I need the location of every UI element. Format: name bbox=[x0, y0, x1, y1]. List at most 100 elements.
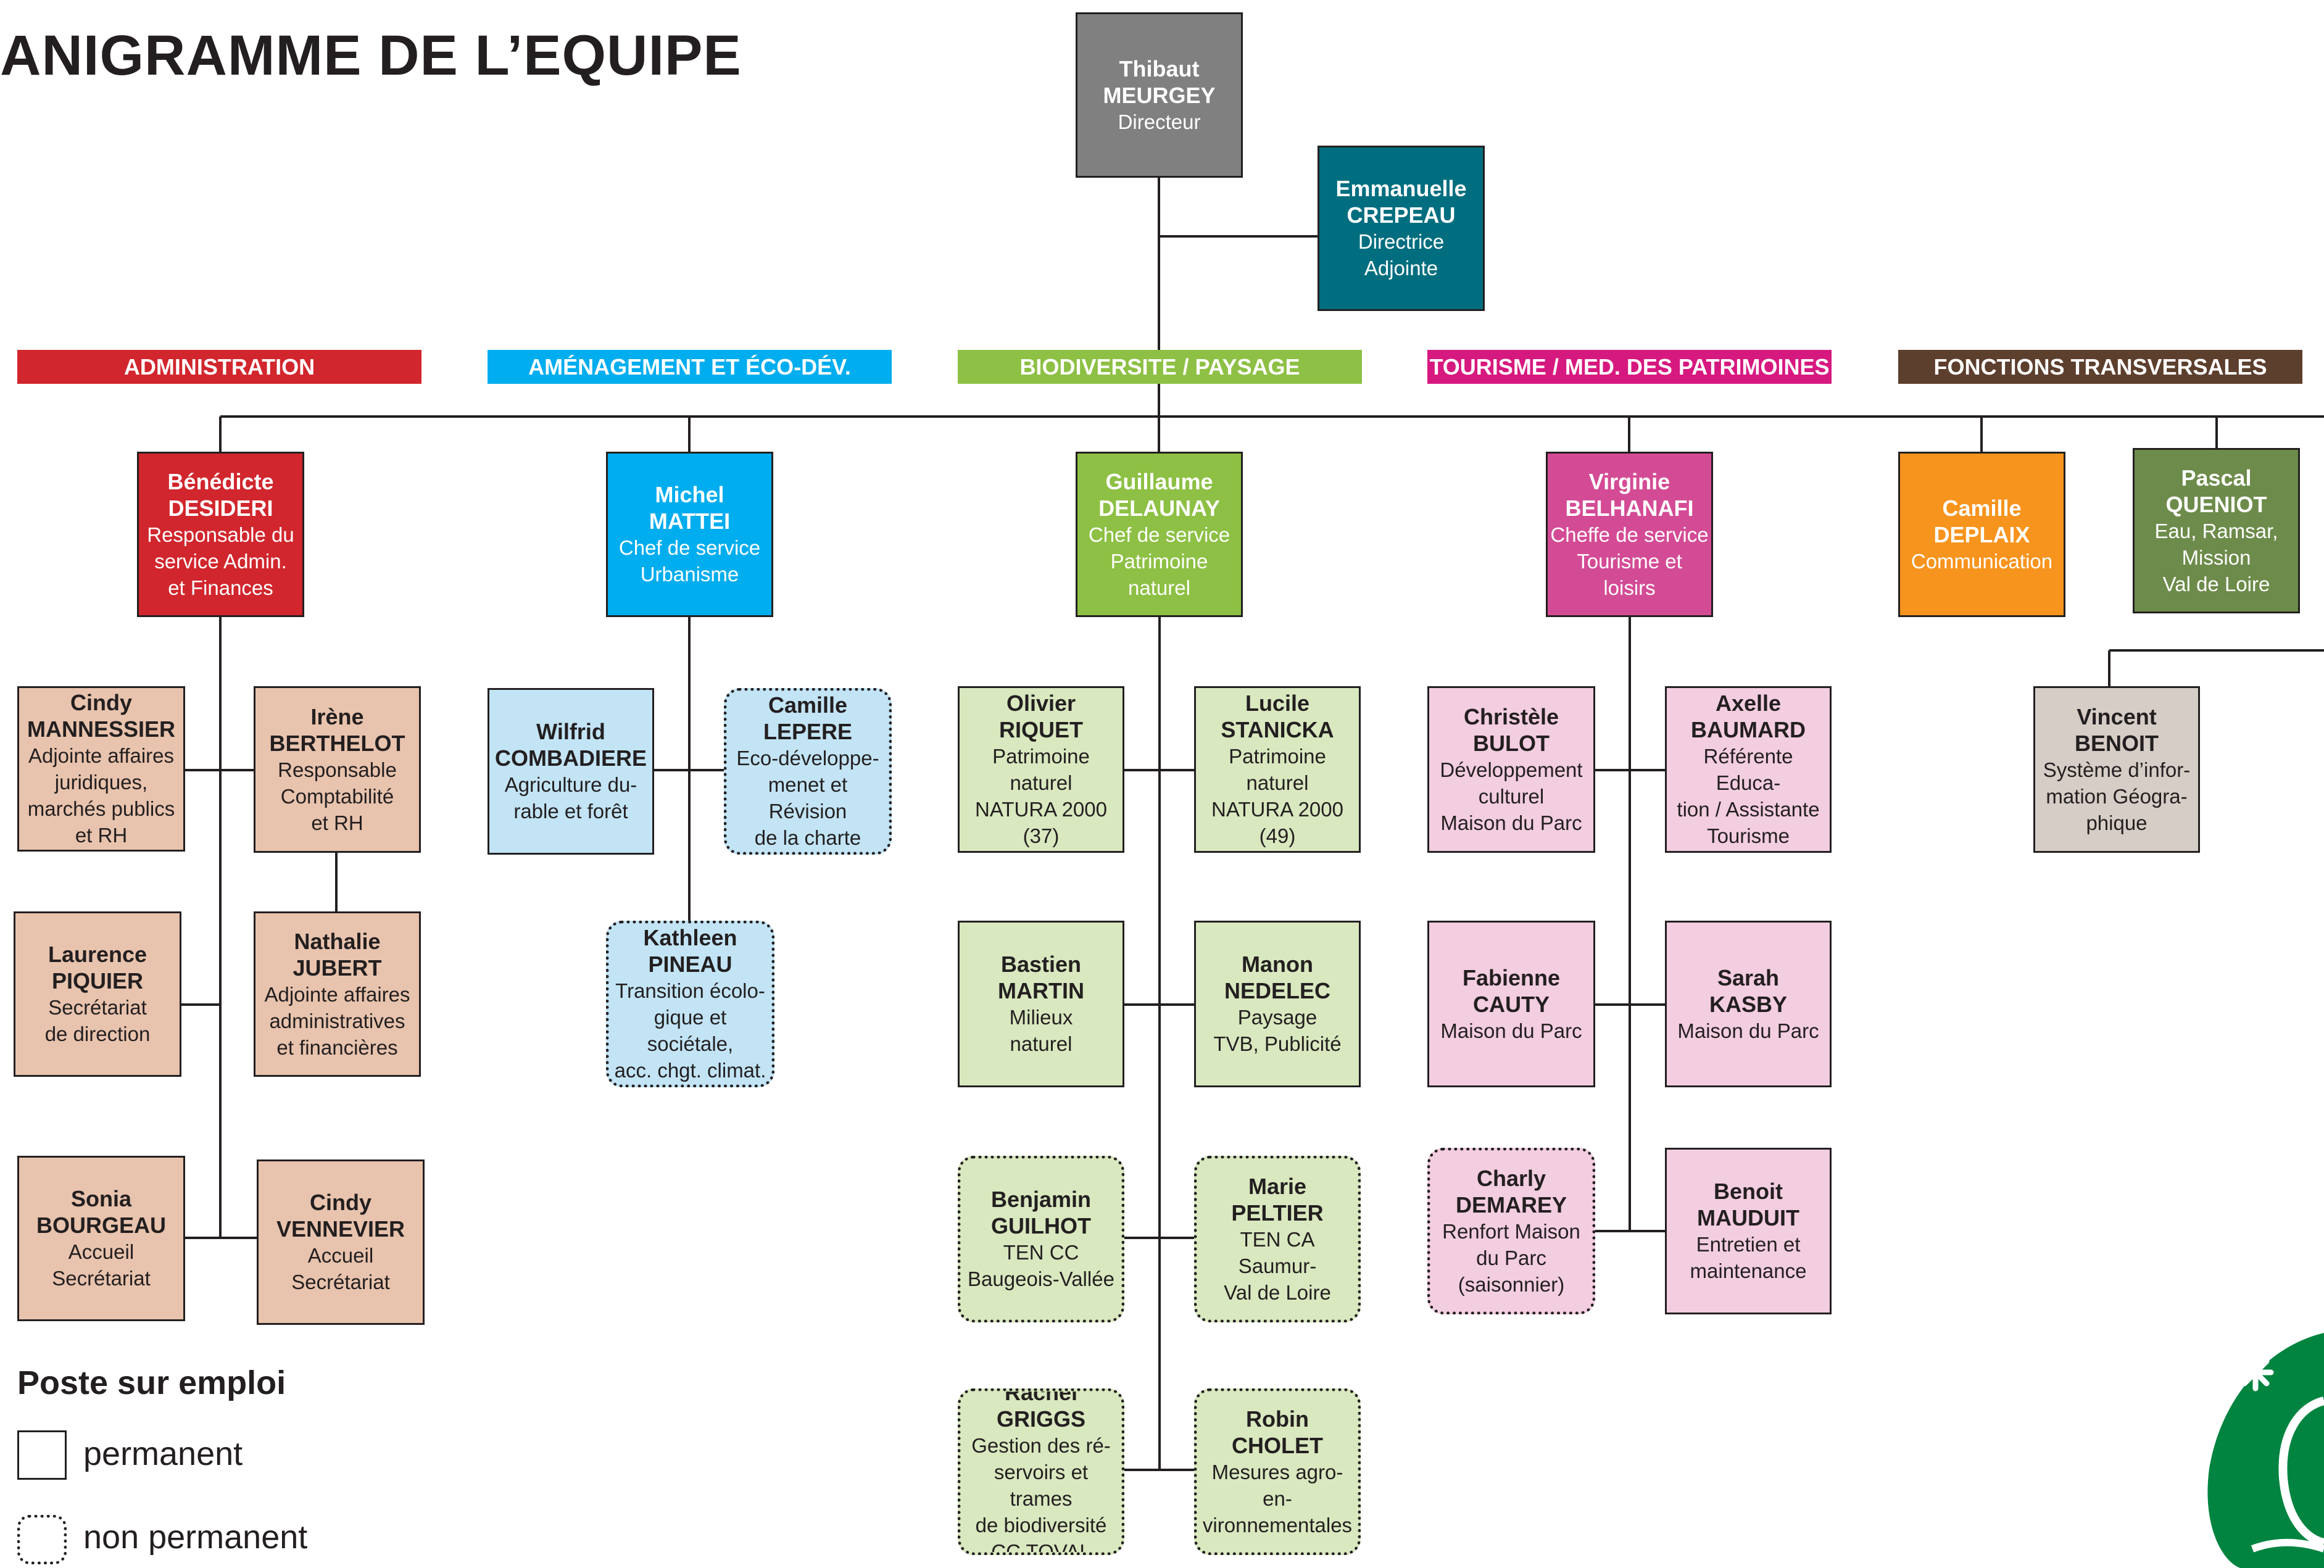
person-role: Adjointe affaires administratives et fin… bbox=[264, 982, 410, 1059]
person-card-combadiere: Wilfrid COMBADIERE Agriculture du- rable… bbox=[488, 688, 654, 855]
person-last-name: MEURGEY bbox=[1103, 82, 1216, 108]
park-logo bbox=[2197, 1327, 2324, 1568]
person-card-belhanafi: Virginie BELHANAFI Cheffe de service Tou… bbox=[1546, 452, 1713, 617]
person-last-name: DELAUNAY bbox=[1098, 495, 1220, 521]
person-last-name: MANNESSIER bbox=[27, 716, 176, 742]
person-last-name: BULOT bbox=[1473, 730, 1550, 756]
person-card-nedelec: Manon NEDELEC Paysage TVB, Publicité bbox=[1194, 921, 1361, 1087]
person-first-name: Camille bbox=[768, 692, 848, 718]
person-last-name: CAUTY bbox=[1473, 991, 1550, 1017]
person-card-guilhot: Benjamin GUILHOT TEN CC Baugeois-Vallée bbox=[958, 1156, 1124, 1322]
person-first-name: Kathleen bbox=[643, 925, 737, 950]
person-role: Milieux naturel bbox=[1009, 1006, 1073, 1055]
person-role: Communication bbox=[1911, 549, 2053, 573]
person-last-name: MAUDUIT bbox=[1697, 1205, 1799, 1230]
person-role: Renfort Maison du Parc (saisonnier) bbox=[1442, 1219, 1580, 1296]
person-card-benoit: Vincent BENOIT Système d’infor- mation G… bbox=[2033, 686, 2200, 853]
dept-label: FONCTIONS TRANSVERSALES bbox=[1933, 354, 2267, 380]
person-card-meurgey: Thibaut MEURGEY Directeur bbox=[1076, 12, 1243, 178]
person-role: Accueil Secrétariat bbox=[291, 1244, 390, 1293]
person-card-lepere: Camille LEPERE Eco-développe- menet et R… bbox=[724, 688, 892, 855]
person-first-name: Axelle bbox=[1715, 691, 1782, 716]
person-first-name: Robin bbox=[1246, 1406, 1309, 1432]
person-first-name: Nathalie bbox=[294, 928, 381, 954]
person-first-name: Bénédicte bbox=[167, 468, 274, 494]
person-last-name: CHOLET bbox=[1232, 1432, 1323, 1458]
person-card-jubert: Nathalie JUBERT Adjointe affaires admini… bbox=[254, 911, 421, 1077]
person-last-name: LEPERE bbox=[763, 719, 853, 744]
person-card-cholet: Robin CHOLET Mesures agro-en- vironnemen… bbox=[1194, 1388, 1361, 1555]
person-role: Accueil Secrétariat bbox=[52, 1240, 151, 1290]
person-role: Gestion des ré- servoirs et trames de bi… bbox=[971, 1433, 1111, 1555]
person-first-name: Cindy bbox=[70, 690, 132, 715]
person-card-mattei: Michel MATTEI Chef de service Urbanisme bbox=[606, 452, 773, 617]
person-card-martin: Bastien MARTIN Milieux naturel bbox=[958, 921, 1124, 1087]
person-last-name: BENOIT bbox=[2074, 730, 2159, 756]
dept-transversal: FONCTIONS TRANSVERSALES bbox=[1898, 350, 2302, 384]
dept-label: TOURISME / MED. DES PATRIMOINES bbox=[1429, 354, 1830, 380]
person-last-name: MATTEI bbox=[649, 508, 731, 534]
person-role: Directeur bbox=[1118, 110, 1201, 133]
person-first-name: Guillaume bbox=[1105, 468, 1213, 494]
person-first-name: Benjamin bbox=[990, 1187, 1092, 1212]
person-last-name: BAUMARD bbox=[1691, 717, 1806, 742]
person-last-name: RIQUET bbox=[998, 717, 1083, 742]
person-card-stanicka: Lucile STANICKA Patrimoine naturel NATUR… bbox=[1194, 686, 1361, 853]
person-role: Patrimoine naturel NATURA 2000 (37) bbox=[975, 745, 1107, 847]
dept-label: AMÉNAGEMENT ET ÉCO-DÉV. bbox=[528, 354, 851, 380]
dept-label: BIODIVERSITE / PAYSAGE bbox=[1019, 354, 1300, 380]
person-role: Eau, Ramsar, Mission Val de Loire bbox=[2154, 519, 2278, 595]
person-role: Maison du Parc bbox=[1440, 1019, 1582, 1042]
person-last-name: BELHANAFI bbox=[1565, 495, 1694, 521]
page-title: ANIGRAMME DE L’EQUIPE bbox=[0, 24, 742, 87]
person-card-mannessier: Cindy MANNESSIER Adjointe affaires jurid… bbox=[17, 686, 185, 852]
person-first-name: Virginie bbox=[1588, 468, 1670, 494]
person-role: TEN CA Saumur- Val de Loire bbox=[1224, 1227, 1331, 1304]
dept-tourisme: TOURISME / MED. DES PATRIMOINES bbox=[1427, 350, 1832, 384]
legend-swatch-non-permanent bbox=[17, 1515, 67, 1564]
person-role: Responsable Comptabilité et RH bbox=[278, 758, 397, 834]
person-last-name: VENNEVIER bbox=[276, 1216, 405, 1242]
person-first-name: Olivier bbox=[1006, 691, 1076, 716]
person-first-name: Christèle bbox=[1463, 703, 1559, 729]
person-last-name: PIQUIER bbox=[51, 968, 144, 993]
person-first-name: Emmanuelle bbox=[1335, 176, 1467, 201]
person-first-name: Fabienne bbox=[1462, 964, 1561, 990]
person-card-demarey: Charly DEMAREY Renfort Maison du Parc (s… bbox=[1427, 1148, 1595, 1314]
person-first-name: Charly bbox=[1476, 1165, 1546, 1191]
person-last-name: DEPLAIX bbox=[1933, 521, 2030, 547]
person-card-bulot: Christèle BULOT Développement culturel M… bbox=[1427, 686, 1595, 853]
person-role: Maison du Parc bbox=[1677, 1019, 1819, 1042]
person-first-name: Michel bbox=[655, 482, 724, 507]
person-first-name: Camille bbox=[1942, 495, 2022, 521]
person-first-name: Sarah bbox=[1717, 964, 1780, 990]
person-first-name: Sonia bbox=[70, 1186, 131, 1211]
person-card-peltier: Marie PELTIER TEN CA Saumur- Val de Loir… bbox=[1194, 1156, 1361, 1322]
person-role: Entretien et maintenance bbox=[1690, 1233, 1807, 1282]
person-role: Cheffe de service Tourisme et loisirs bbox=[1550, 523, 1709, 599]
person-first-name: Manon bbox=[1242, 952, 1313, 977]
person-role: Paysage TVB, Publicité bbox=[1213, 1006, 1342, 1055]
legend-label-permanent: permanent bbox=[83, 1435, 243, 1472]
person-first-name: Vincent bbox=[2077, 703, 2157, 729]
person-last-name: GUILHOT bbox=[991, 1213, 1091, 1238]
person-card-pineau: Kathleen PINEAU Transition écolo- gique … bbox=[606, 921, 774, 1087]
person-card-griggs: Rachel GRIGGS Gestion des ré- servoirs e… bbox=[958, 1388, 1124, 1555]
person-first-name: Benoit bbox=[1714, 1179, 1783, 1204]
person-role: Chef de service Urbanisme bbox=[618, 536, 761, 586]
person-card-baumard: Axelle BAUMARD Référente Educa- tion / A… bbox=[1665, 686, 1832, 853]
person-card-cauty: Fabienne CAUTY Maison du Parc bbox=[1427, 921, 1595, 1087]
person-last-name: MARTIN bbox=[998, 978, 1084, 1003]
person-last-name: CREPEAU bbox=[1347, 202, 1456, 228]
person-last-name: JUBERT bbox=[293, 955, 382, 981]
person-first-name: Rachel bbox=[1004, 1388, 1078, 1405]
dept-administration: ADMINISTRATION bbox=[17, 350, 421, 384]
person-card-vennevier: Cindy VENNEVIER Accueil Secrétariat bbox=[257, 1159, 425, 1325]
person-last-name: BOURGEAU bbox=[36, 1213, 166, 1238]
person-role: Patrimoine naturel NATURA 2000 (49) bbox=[1211, 745, 1343, 847]
person-first-name: Laurence bbox=[48, 942, 147, 967]
person-role: Eco-développe- menet et Révision de la c… bbox=[736, 747, 879, 849]
legend-title: Poste sur emploi bbox=[17, 1364, 286, 1401]
person-last-name: KASBY bbox=[1709, 991, 1788, 1017]
